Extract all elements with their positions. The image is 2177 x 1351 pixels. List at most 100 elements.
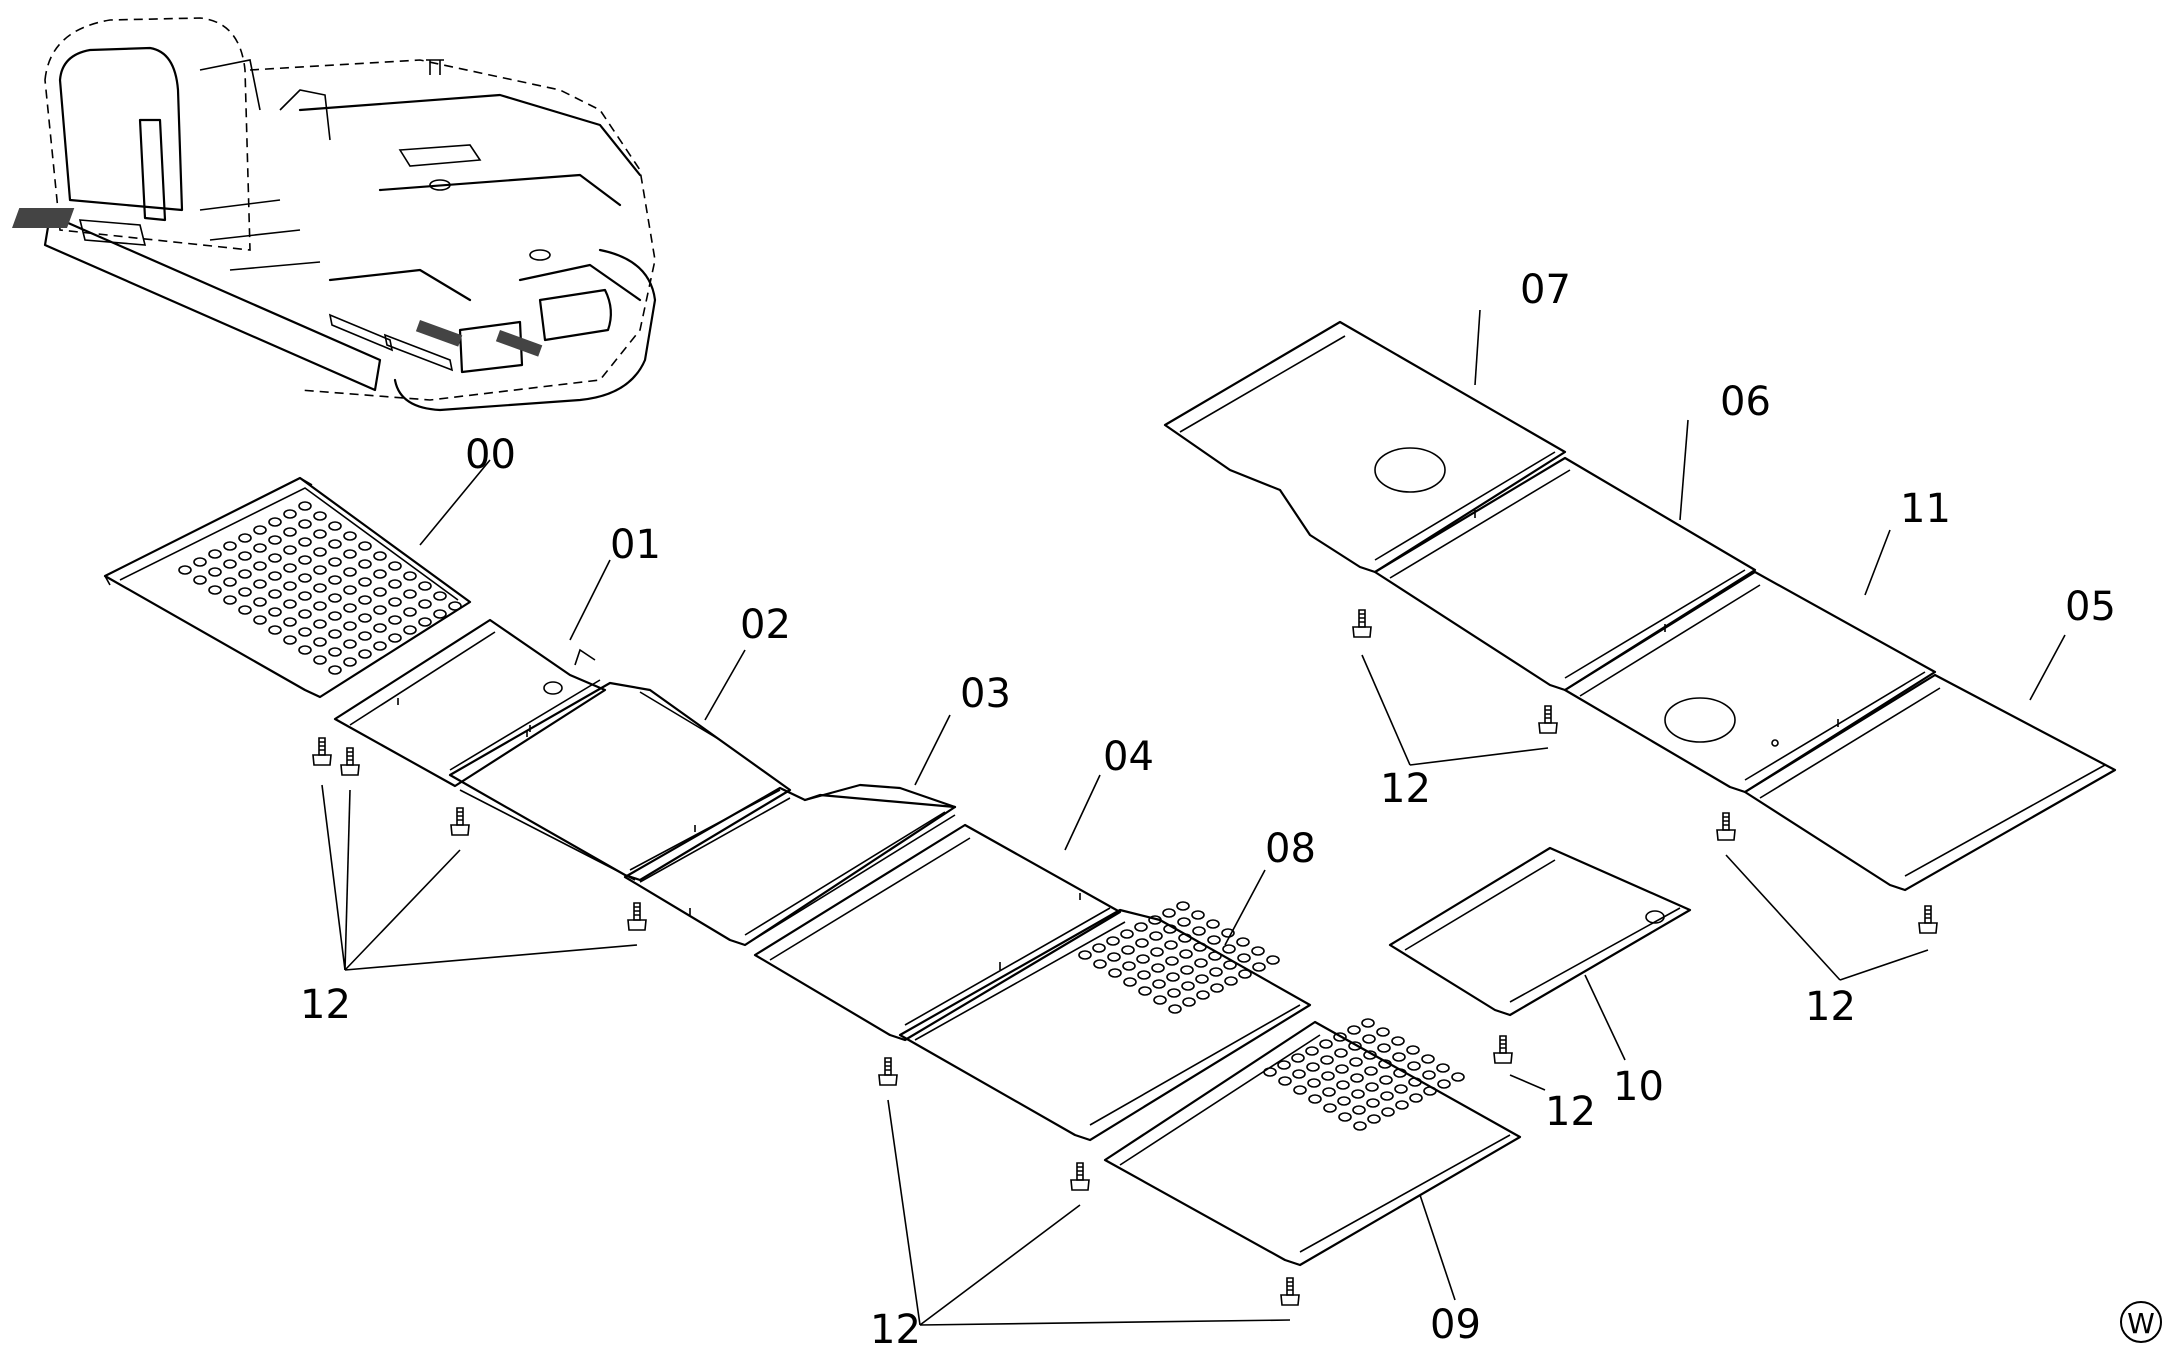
perforation-hole	[223, 541, 237, 551]
panel-02-lower	[623, 786, 957, 947]
perforation-hole	[388, 579, 402, 589]
perforation-hole	[1409, 1093, 1423, 1103]
perforation-hole	[1363, 1050, 1377, 1060]
perforation-hole	[388, 597, 402, 607]
label-12-e: 12	[1545, 1089, 1596, 1135]
perforation-hole	[298, 609, 312, 619]
perforation-hole	[1210, 983, 1224, 993]
perforation-hole	[1320, 1055, 1334, 1065]
perforation-hole	[1348, 1041, 1362, 1051]
perforation-hole	[1263, 1067, 1277, 1077]
labels: 00 01 02 03 04 08 07 06 11 05 10 09 12 1…	[300, 267, 2116, 1351]
perforation-hole	[1277, 1060, 1291, 1070]
perforation-hole	[268, 517, 282, 527]
panel-01	[333, 618, 607, 788]
perforation-hole	[1092, 943, 1106, 953]
perforation-hole	[418, 599, 432, 609]
perforation-hole	[298, 573, 312, 583]
perforation-hole	[1106, 936, 1120, 946]
perforation-hole	[283, 563, 297, 573]
perforation-hole	[298, 501, 312, 511]
perforation-hole	[1395, 1100, 1409, 1110]
perforation-hole	[298, 645, 312, 655]
perforation-hole	[1196, 990, 1210, 1000]
perforation-hole	[208, 585, 222, 595]
perforation-hole	[1292, 1069, 1306, 1079]
perforation-hole	[1291, 1053, 1305, 1063]
perforation-hole	[1153, 995, 1167, 1005]
perforation-hole	[1167, 988, 1181, 998]
perforation-hole	[1422, 1070, 1436, 1080]
perforation-hole	[313, 601, 327, 611]
label-12-d: 12	[1805, 984, 1856, 1030]
perforation-hole	[313, 511, 327, 521]
perforation-hole	[1149, 931, 1163, 941]
perforation-hole	[358, 541, 372, 551]
label-10: 10	[1613, 1064, 1664, 1110]
corner-mark: W	[2120, 1301, 2162, 1343]
perforation-hole	[1166, 972, 1180, 982]
perforation-hole	[298, 519, 312, 529]
perforation-hole	[1122, 961, 1136, 971]
perforation-hole	[1209, 967, 1223, 977]
perforation-hole	[313, 565, 327, 575]
label-00: 00	[465, 432, 516, 478]
perforation-hole	[208, 567, 222, 577]
label-02: 02	[740, 602, 791, 648]
perforation-hole	[1152, 979, 1166, 989]
perforation-hole	[358, 649, 372, 659]
perforation-hole	[403, 625, 417, 635]
perforation-hole	[1162, 908, 1176, 918]
perforation-hole	[373, 587, 387, 597]
perforation-hole	[1378, 1059, 1392, 1069]
perforation-hole	[1078, 950, 1092, 960]
perforation-hole	[283, 599, 297, 609]
perforation-hole	[328, 647, 342, 657]
perforation-hole	[1321, 1071, 1335, 1081]
perforation-hole	[268, 589, 282, 599]
perforation-hole	[1336, 1080, 1350, 1090]
panel-04	[753, 823, 1122, 1042]
perforation-hole	[1408, 1077, 1422, 1087]
label-05: 05	[2065, 584, 2116, 630]
label-01: 01	[610, 522, 661, 568]
perforation-hole	[193, 557, 207, 567]
perforation-hole	[253, 579, 267, 589]
perforation-hole	[1381, 1107, 1395, 1117]
panel-10	[1388, 846, 1692, 1017]
perforation-hole	[403, 607, 417, 617]
bolts	[312, 609, 1938, 1306]
perforation-hole	[1148, 915, 1162, 925]
bolt-icon	[340, 747, 360, 776]
label-12-c: 12	[1380, 766, 1431, 812]
panel-09	[1103, 1018, 1522, 1267]
perforation-hole	[1207, 935, 1221, 945]
panel-00-holes	[178, 501, 462, 675]
perforation-hole	[223, 595, 237, 605]
perforation-hole	[1108, 968, 1122, 978]
perforation-hole	[253, 525, 267, 535]
perforation-hole	[373, 569, 387, 579]
perforation-hole	[373, 623, 387, 633]
perforation-hole	[1206, 919, 1220, 929]
perforation-hole	[238, 569, 252, 579]
perforation-hole	[1306, 1062, 1320, 1072]
perforation-hole	[1135, 938, 1149, 948]
perforation-hole	[1335, 1064, 1349, 1074]
perforation-hole	[1322, 1087, 1336, 1097]
perforation-hole	[1337, 1096, 1351, 1106]
perforation-hole	[1380, 1091, 1394, 1101]
perforation-hole	[373, 641, 387, 651]
perforation-hole	[1377, 1043, 1391, 1053]
label-09: 09	[1430, 1302, 1481, 1348]
perforation-hole	[1406, 1045, 1420, 1055]
perforation-hole	[1252, 962, 1266, 972]
perforation-hole	[1181, 981, 1195, 991]
perforation-hole	[313, 529, 327, 539]
perforation-hole	[328, 611, 342, 621]
perforation-hole	[1136, 954, 1150, 964]
perforation-hole	[1138, 986, 1152, 996]
perforation-hole	[343, 639, 357, 649]
perforation-hole	[1120, 929, 1134, 939]
perforation-hole	[358, 595, 372, 605]
